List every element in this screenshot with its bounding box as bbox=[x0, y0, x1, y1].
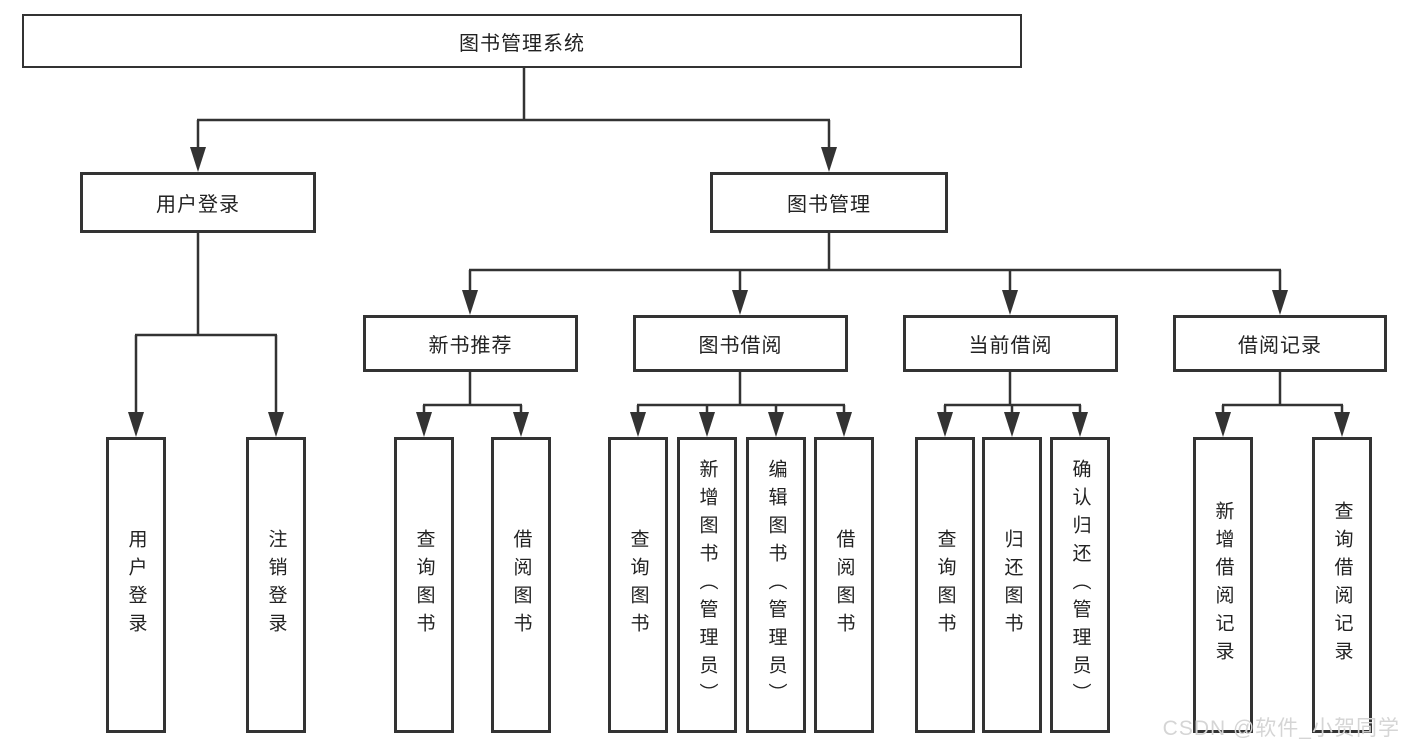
csdn-watermark: CSDN @软件_小贺同学 bbox=[1162, 717, 1400, 740]
leaf-query-books-recommend: 查询图书 bbox=[394, 437, 454, 733]
node-current-borrowing: 当前借阅 bbox=[903, 315, 1118, 372]
node-library-management-system: 图书管理系统 bbox=[22, 14, 1022, 68]
arrowheads bbox=[128, 147, 1350, 437]
leaf-label: 借阅图书 bbox=[510, 529, 532, 641]
leaf-logout: 注销登录 bbox=[246, 437, 306, 733]
leaf-label: 注销登录 bbox=[265, 529, 287, 641]
leaf-query-borrow-record: 查询借阅记录 bbox=[1312, 437, 1372, 733]
node-borrowing-records: 借阅记录 bbox=[1173, 315, 1387, 372]
node-book-borrowing: 图书借阅 bbox=[633, 315, 848, 372]
leaf-label: 编辑图书（管理员） bbox=[765, 459, 787, 711]
leaf-return-books: 归还图书 bbox=[982, 437, 1042, 733]
leaf-label: 确认归还（管理员） bbox=[1069, 459, 1091, 711]
leaf-label: 查询图书 bbox=[627, 529, 649, 641]
node-user-login-branch: 用户登录 bbox=[80, 172, 316, 233]
leaf-borrow-books-borrowing: 借阅图书 bbox=[814, 437, 874, 733]
leaf-label: 新增借阅记录 bbox=[1212, 501, 1234, 669]
node-new-book-recommendation: 新书推荐 bbox=[363, 315, 578, 372]
leaf-confirm-return-admin: 确认归还（管理员） bbox=[1050, 437, 1110, 733]
leaf-add-books-admin: 新增图书（管理员） bbox=[677, 437, 737, 733]
leaf-borrow-books-recommend: 借阅图书 bbox=[491, 437, 551, 733]
node-book-management-branch: 图书管理 bbox=[710, 172, 948, 233]
leaf-user-login: 用户登录 bbox=[106, 437, 166, 733]
leaf-edit-books-admin: 编辑图书（管理员） bbox=[746, 437, 806, 733]
leaf-label: 查询图书 bbox=[413, 529, 435, 641]
leaf-query-books-current: 查询图书 bbox=[915, 437, 975, 733]
leaf-add-borrow-record: 新增借阅记录 bbox=[1193, 437, 1253, 733]
leaf-label: 借阅图书 bbox=[833, 529, 855, 641]
leaf-label: 归还图书 bbox=[1001, 529, 1023, 641]
leaf-label: 新增图书（管理员） bbox=[696, 459, 718, 711]
leaf-label: 查询借阅记录 bbox=[1331, 501, 1353, 669]
leaf-label: 查询图书 bbox=[934, 529, 956, 641]
leaf-query-books-borrowing: 查询图书 bbox=[608, 437, 668, 733]
leaf-label: 用户登录 bbox=[125, 529, 147, 641]
